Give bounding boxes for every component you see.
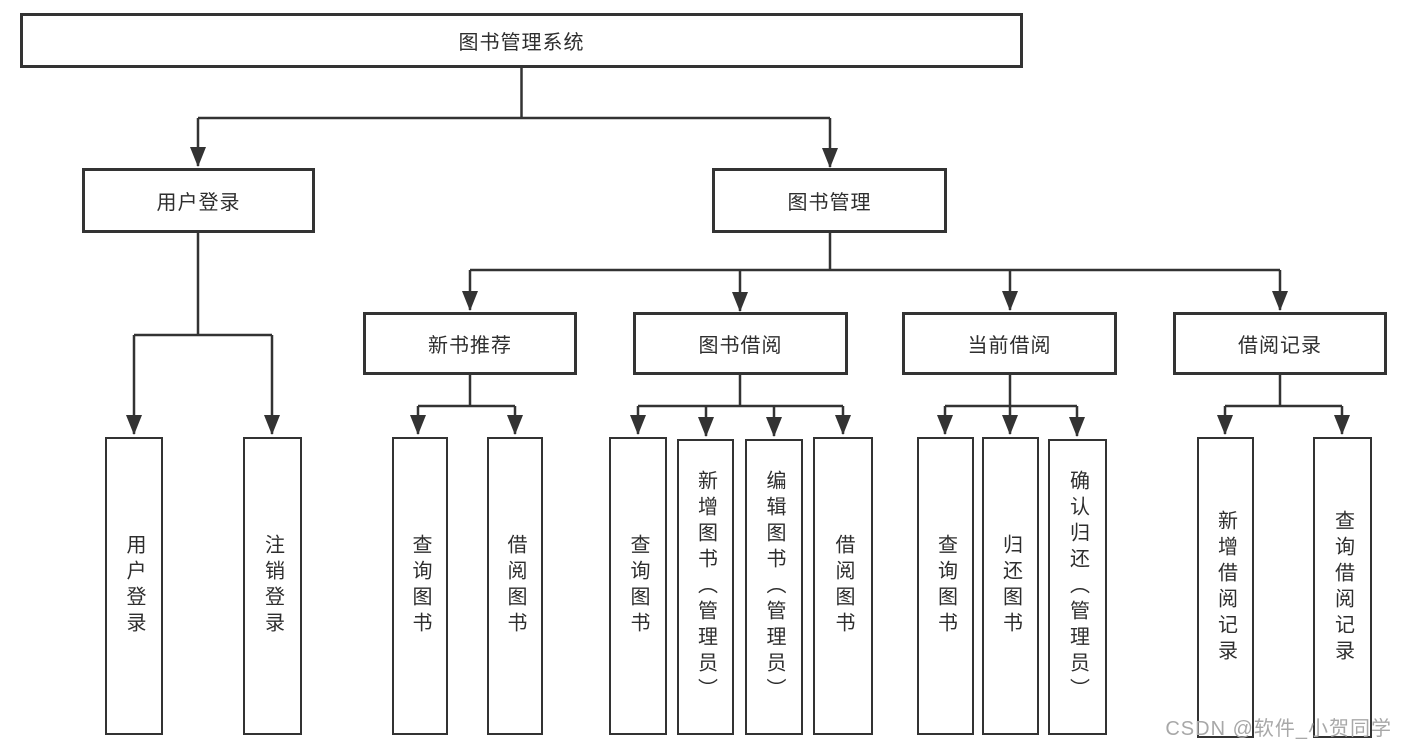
node-new-book-recommend: 新书推荐 xyxy=(363,312,577,375)
leaf-confirm-return-admin: 确认归还（管理员） xyxy=(1048,439,1107,735)
leaf-add-book-admin: 新增图书（管理员） xyxy=(677,439,734,735)
leaf-return-book: 归还图书 xyxy=(982,437,1039,735)
leaf-add-borrow-record: 新增借阅记录 xyxy=(1197,437,1254,738)
leaf-user-login: 用户登录 xyxy=(105,437,163,735)
node-user-login: 用户登录 xyxy=(82,168,315,233)
leaf-query-book-current: 查询图书 xyxy=(917,437,974,735)
node-borrow-records: 借阅记录 xyxy=(1173,312,1387,375)
node-book-borrow: 图书借阅 xyxy=(633,312,848,375)
leaf-query-borrow-record: 查询借阅记录 xyxy=(1313,437,1372,738)
leaf-logout: 注销登录 xyxy=(243,437,302,735)
leaf-borrow-book: 借阅图书 xyxy=(813,437,873,735)
node-book-management: 图书管理 xyxy=(712,168,947,233)
leaf-query-book-borrow: 查询图书 xyxy=(609,437,667,735)
leaf-query-book-recommend: 查询图书 xyxy=(392,437,448,735)
leaf-borrow-book-recommend: 借阅图书 xyxy=(487,437,543,735)
leaf-edit-book-admin: 编辑图书（管理员） xyxy=(745,439,803,735)
node-current-borrow: 当前借阅 xyxy=(902,312,1117,375)
node-library-management-system: 图书管理系统 xyxy=(20,13,1023,68)
csdn-watermark: CSDN @软件_小贺同学 xyxy=(1165,718,1392,740)
